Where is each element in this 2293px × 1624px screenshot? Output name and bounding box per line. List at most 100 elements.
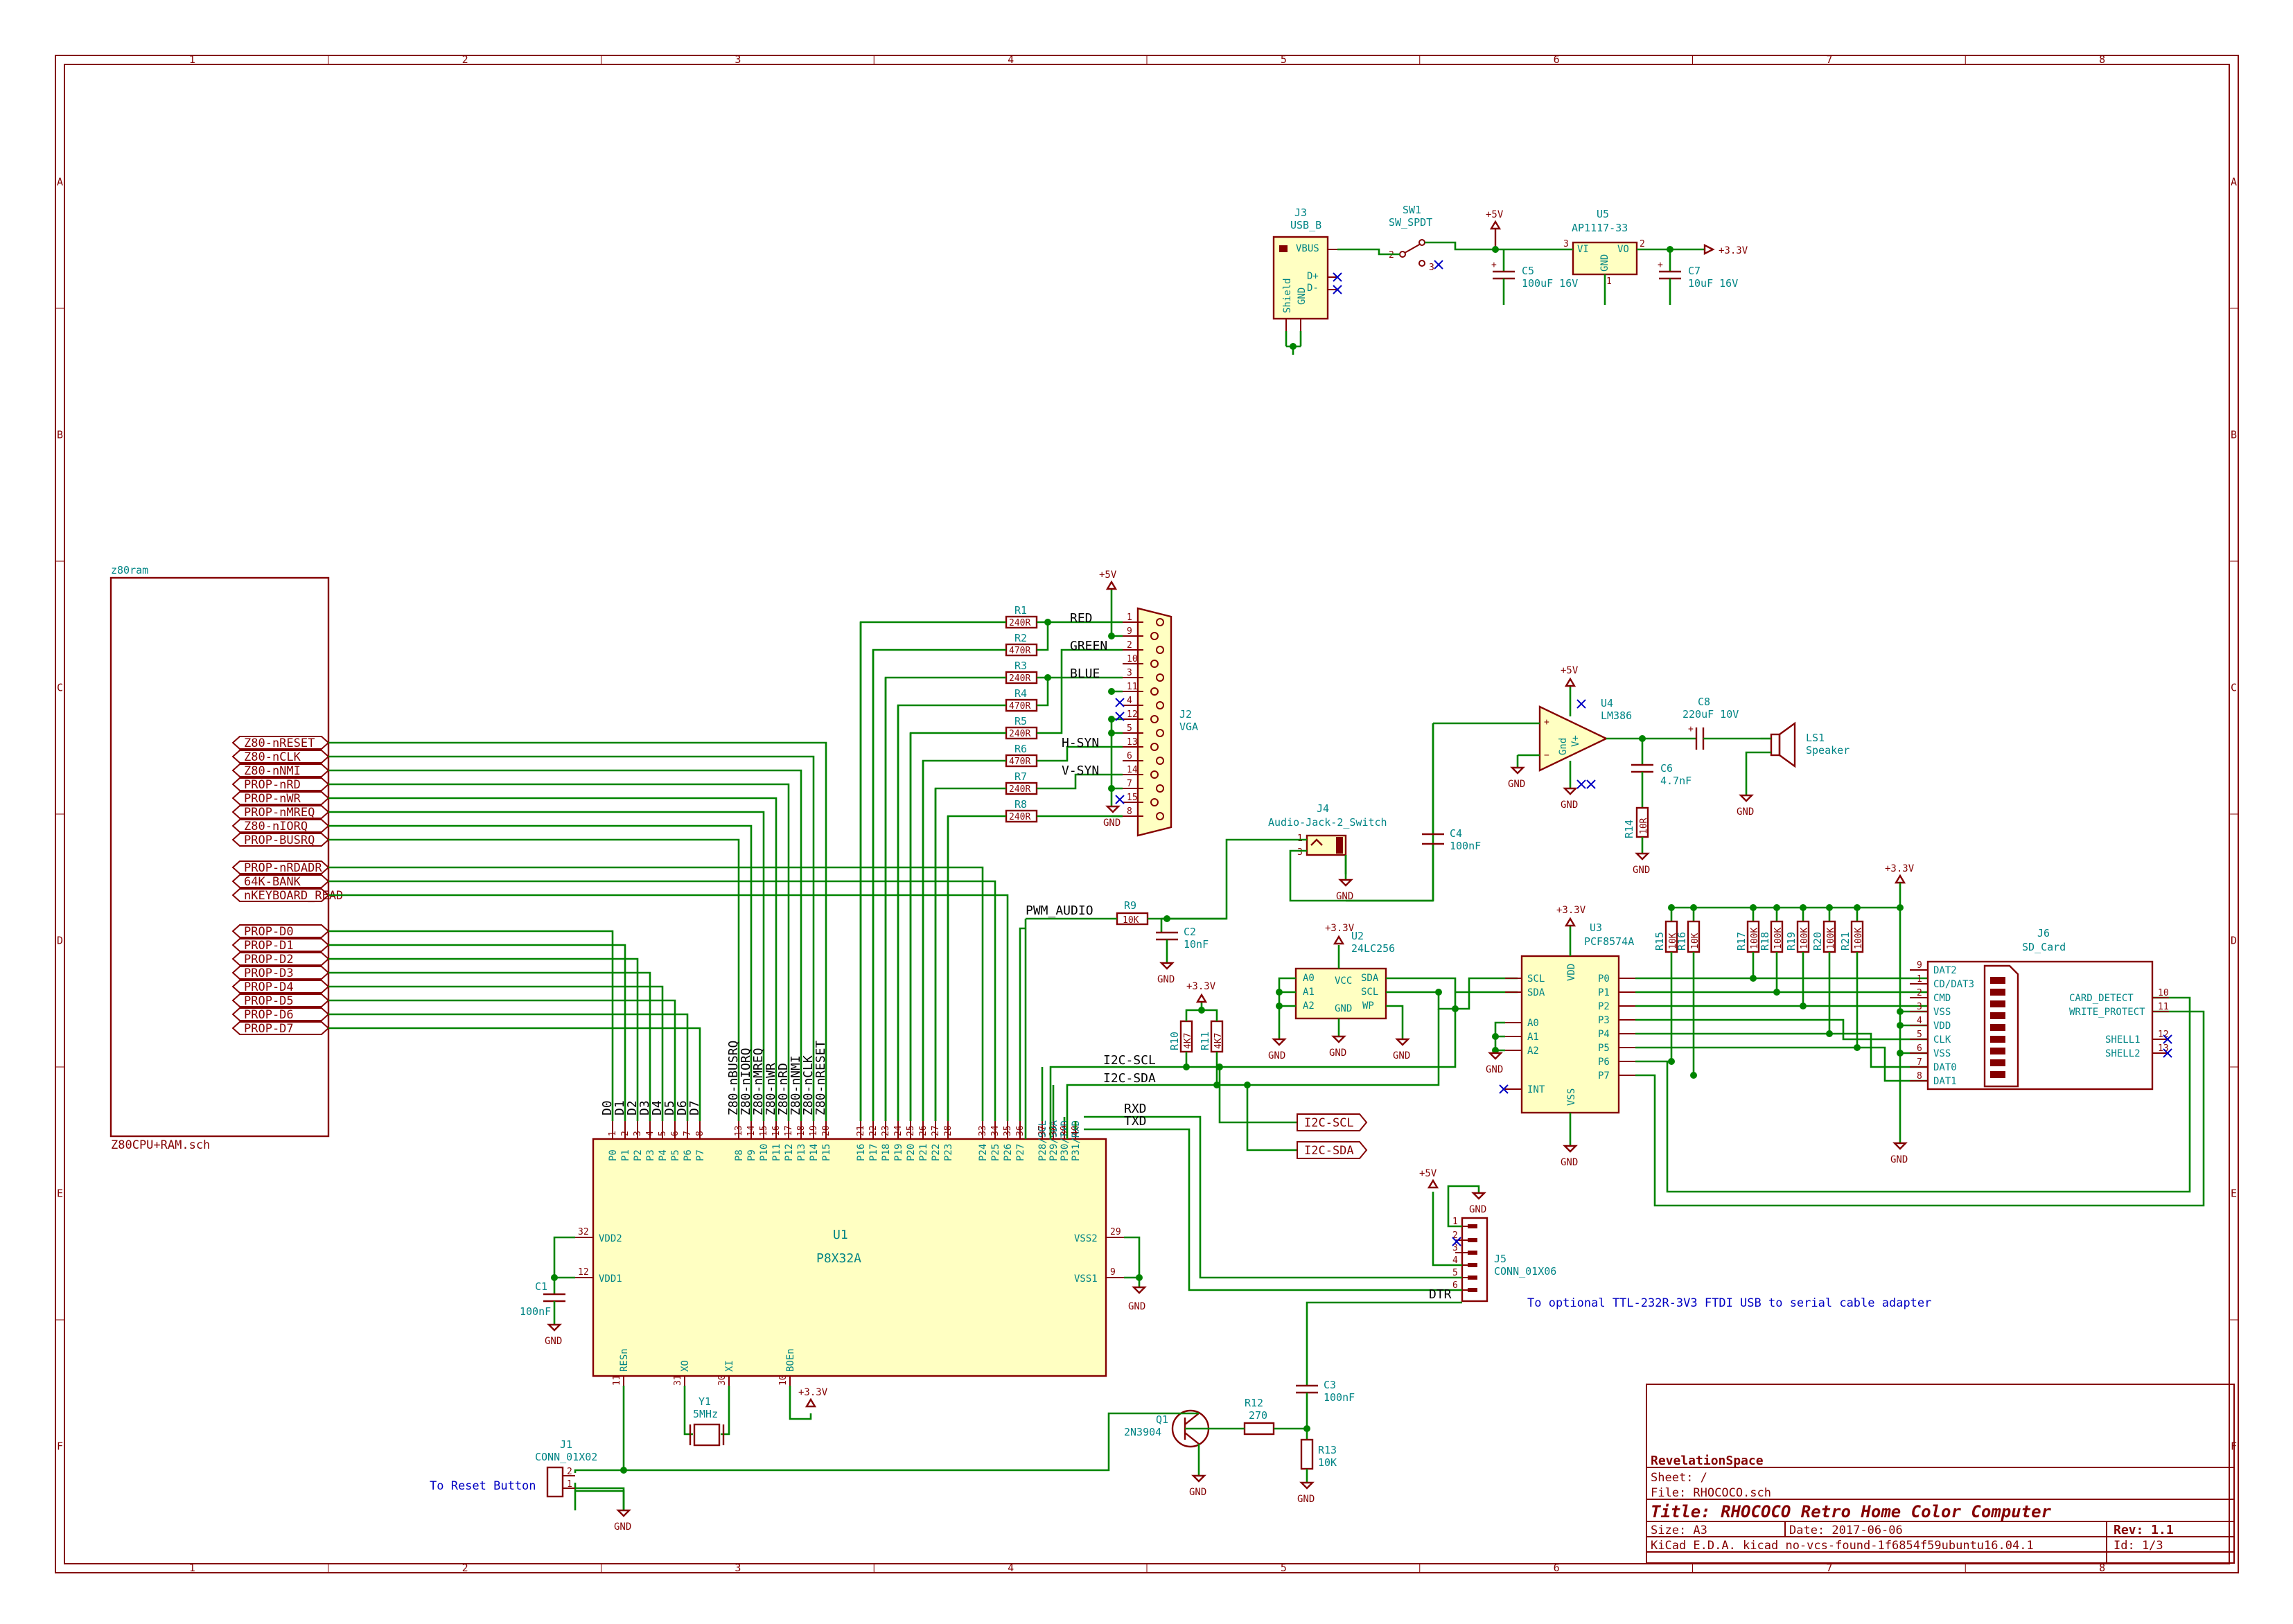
c8-ref: C8 [1698, 696, 1710, 708]
r12-ref: R12 [1245, 1397, 1263, 1409]
vga-resistor-value: 240R [1009, 729, 1030, 739]
sheet-pin[interactable] [231, 791, 330, 805]
tb-rev: Rev: 1.1 [2114, 1523, 2174, 1537]
column-marker: 5 [1281, 53, 1287, 66]
vga-resistor-value: 470R [1009, 757, 1030, 767]
pullup-33v: +3.3V [1186, 981, 1216, 992]
row-marker: C [2231, 682, 2237, 694]
net-hsyn: H-SYN [1062, 736, 1099, 750]
sheet-pin-label: PROP-nWR [244, 792, 301, 806]
u1-pinnum-32: 32 [578, 1227, 589, 1237]
vga-resistor-ref: R1 [1014, 604, 1027, 617]
c6-ref: C6 [1660, 762, 1673, 775]
sd-pin-name: SHELL2 [2105, 1048, 2141, 1059]
u2-scl: SCL [1361, 987, 1378, 998]
svg-text:3: 3 [1452, 1243, 1458, 1253]
sheet-pin[interactable] [231, 952, 330, 966]
sheet-pin[interactable] [231, 938, 330, 952]
sd-gnd: GND [1890, 1154, 1908, 1165]
u4-5v: +5V [1561, 665, 1579, 676]
sheet-pin[interactable] [231, 764, 330, 777]
sheet-pin[interactable] [231, 1021, 330, 1035]
sheet-pin[interactable] [231, 860, 330, 874]
sd-pin-name: WRITE_PROTECT [2069, 1007, 2145, 1018]
sheet-pin[interactable] [231, 888, 330, 902]
vga-pin-number: 3 [1127, 668, 1132, 678]
u1-pin-name: P27 [1015, 1144, 1026, 1161]
sheet-file: Z80CPU+RAM.sch [111, 1138, 210, 1152]
crystal-reset-section: Y1 5MHz +3.3V J1 CONN_01X02 21 GND To Re… [430, 1386, 828, 1533]
j3-pin-dm: D- [1307, 283, 1319, 294]
sheet-pin[interactable] [231, 750, 330, 764]
u1-bottom-pin-number: 30 [717, 1375, 728, 1386]
vga-pin-number: 5 [1127, 723, 1132, 734]
j2-ref: J2 [1179, 708, 1192, 721]
sheet-pin-label: PROP-D3 [244, 967, 294, 980]
u1-pin-vdd2: VDD2 [599, 1233, 622, 1244]
sd-pin-number: 4 [1917, 1016, 1922, 1026]
sheet-pin[interactable] [231, 874, 330, 888]
u2-gnd-sym: GND [1268, 1050, 1285, 1061]
c3-ref: C3 [1324, 1379, 1336, 1391]
vga-resistor-ref: R6 [1014, 743, 1027, 755]
sd-pin-name: SHELL1 [2105, 1034, 2141, 1045]
sheet-pin[interactable] [231, 924, 330, 938]
bus-label-ctrl: Z80-nRESET [814, 1040, 828, 1115]
sd-pin-number: 5 [1917, 1030, 1922, 1040]
j3-pin-gnd: GND [1297, 288, 1308, 305]
u3-right-pin: P5 [1598, 1043, 1610, 1054]
vga-pin-number: 9 [1127, 626, 1132, 637]
sheet-pin[interactable] [231, 805, 330, 819]
vga-resistor-ref: R7 [1014, 770, 1027, 783]
u1-pin-name: P12 [784, 1144, 795, 1161]
sheet-pin[interactable] [231, 994, 330, 1007]
u1-bottom-pin-name: BOEn [785, 1348, 796, 1372]
u1-pin-name: P19 [893, 1144, 904, 1161]
u1-bottom-pin-name: RESn [619, 1348, 630, 1372]
u1-pin-number: 40 [1071, 1125, 1081, 1136]
u2-value: 24LC256 [1351, 942, 1395, 955]
r14-ref: R14 [1623, 820, 1635, 838]
i2c-section: U2 24LC256 A0 A1 A2 VCC GND SDA SCL WP G… [1049, 863, 2205, 1207]
u3-right-pin: P3 [1598, 1015, 1610, 1026]
sheet-pin[interactable] [231, 819, 330, 833]
u1-pin-number: 34 [990, 1125, 1001, 1136]
sheet-pin-label: Z80-nCLK [244, 750, 301, 764]
j4-gnd: GND [1336, 891, 1353, 902]
u1-pin-number: 2 [620, 1131, 631, 1136]
vga-pin-number: 4 [1127, 696, 1132, 706]
u1-pin-name: P14 [809, 1144, 820, 1161]
u3-left-pin: SDA [1527, 987, 1545, 998]
u1-pin-number: 20 [821, 1125, 832, 1136]
sheet-pin[interactable] [231, 736, 330, 750]
r11-ref: R11 [1199, 1032, 1211, 1050]
sheet-pin[interactable] [231, 980, 330, 994]
bus-label-ctrl: Z80-nCLK [801, 1055, 816, 1115]
sd-pin-name: CD/DAT3 [1933, 979, 1974, 990]
hierarchical-sheet-z80ram[interactable]: z80ram Z80CPU+RAM.sch Z80-nRESETZ80-nCLK… [109, 564, 343, 1152]
ls1-ref: LS1 [1806, 732, 1825, 744]
sheet-pin-label: PROP-D5 [244, 994, 294, 1008]
r10-value: 4K7 [1183, 1033, 1193, 1049]
pullup-ref: R21 [1839, 932, 1852, 951]
sheet-pin-label: PROP-D0 [244, 925, 294, 939]
c8-value: 220uF 10V [1683, 708, 1739, 721]
u2-vcc: VCC [1335, 976, 1352, 987]
c1-value: 100nF [520, 1305, 551, 1318]
sheet-pin[interactable] [231, 1007, 330, 1021]
u1-pin-number: 21 [856, 1125, 866, 1136]
svg-text:+: + [1658, 260, 1663, 270]
column-marker: 4 [1008, 53, 1014, 66]
q1-ref: Q1 [1156, 1413, 1168, 1426]
row-marker: A [2231, 176, 2237, 188]
u3-right-pin: P0 [1598, 973, 1610, 985]
sheet-pin[interactable] [231, 777, 330, 791]
svg-text:2: 2 [1389, 250, 1394, 261]
sheet-pin[interactable] [231, 833, 330, 847]
r9-value: 10K [1123, 915, 1139, 926]
column-marker: 6 [1554, 53, 1560, 66]
sheet-pin[interactable] [231, 966, 330, 980]
u1-pin-name: P30/TxD [1060, 1120, 1071, 1161]
sd-pin-number: 2 [1917, 988, 1922, 998]
